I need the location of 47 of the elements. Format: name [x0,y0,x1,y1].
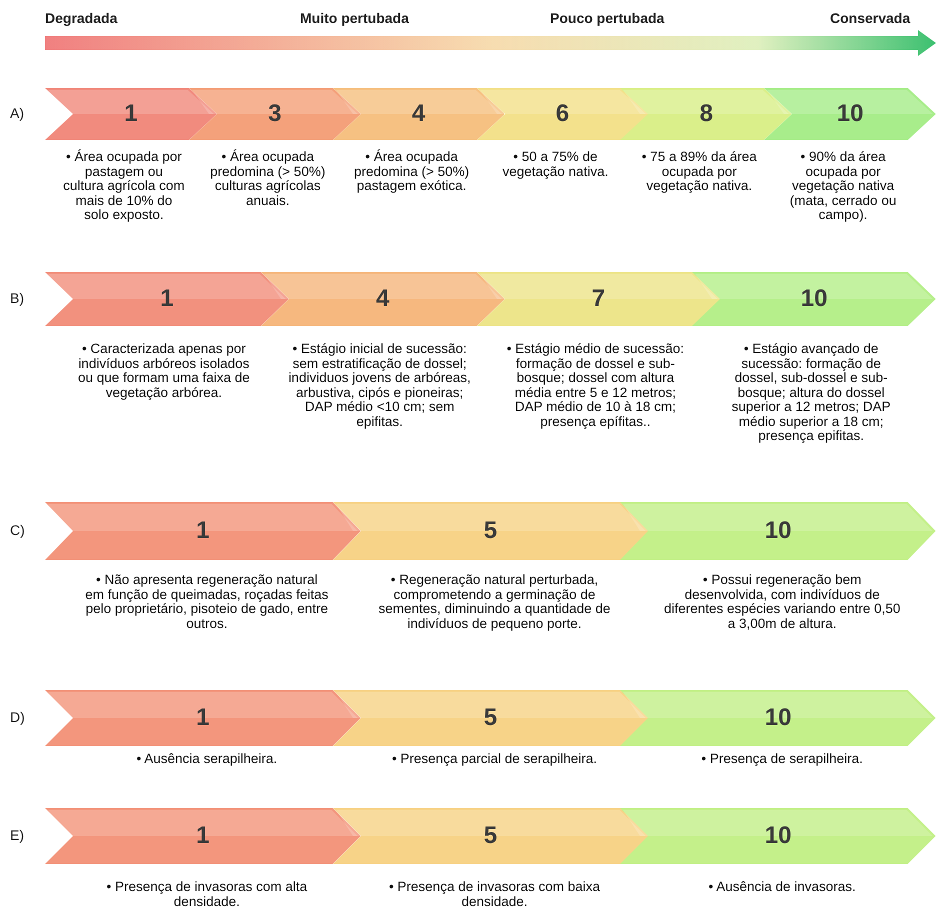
score-number: 1 [159,285,175,313]
row-label: E) [10,827,24,843]
row-label: C) [10,522,25,538]
row-label: B) [10,290,24,306]
description-text: • Caracterizada apenas por indivíduos arbóreos isolados ou que formam uma faixa de vegetação arbórea. [76,342,251,400]
score-number: 5 [482,517,498,545]
description-text: • 90% da área ocupada por vegetação nativa (mata, cerrado ou campo). [788,150,898,223]
score-number: 10 [764,517,792,545]
scale-label: Muito pertubada [300,10,409,26]
score-number: 4 [374,285,390,313]
score-number: 5 [482,704,498,732]
description-text: • Possui regeneração bem desenvolvida, com indivíduos de diferentes espécies variando entre 0,50 a 3,00m de altura. [662,573,902,632]
score-number: 1 [195,704,210,732]
description-text: • Estágio inicial de sucessão: sem estratificação de dossel; individuos jovens de arbóreas, arbustiva, cipós e pioneiras; DAP médio <10 cm; sem epifitas. [287,342,472,430]
score-number: 6 [554,100,570,128]
score-number: 1 [123,100,139,128]
score-number: 4 [410,100,426,128]
row-label: A) [10,105,24,121]
description-text: • Não apresenta regeneração natural em função de queimadas, roçadas feitas pelo proprietário, pisoteio de gado, entre outros. [85,573,329,632]
description-text: • Ausência de invasoras. [707,880,857,895]
score-number: 1 [195,517,210,545]
scale-label: Conservada [830,10,910,26]
description-text: • Ausência serapilheira. [136,752,278,767]
score-number: 10 [800,285,828,313]
description-text: • Área ocupada por pastagem ou cultura agrícola com mais de 10% do solo exposto. [63,150,185,223]
score-number: 8 [698,100,714,128]
description-text: • 75 a 89% da área ocupada por vegetação nativa. [640,150,758,194]
description-text: • Presença parcial de serapilheira. [390,752,598,767]
description-text: • Área ocupada predomina (> 50%) culturas agrícolas anuais. [209,150,326,208]
score-number: 3 [267,100,282,128]
description-text: • Estágio médio de sucessão: formação de dossel e sub-bosque; dossel com altura média entre 5 e 12 metros; DAP médio de 10 à 18 cm; presença epífitas.. [506,342,686,430]
score-number: 10 [764,704,792,732]
description-text: • Área ocupada predomina (> 50%) pastagem exótica. [352,150,470,194]
description-text: • Regeneração natural perturbada, comprometendo a germinação de sementes, diminuindo a quantidade de indivíduos de pequeno porte. [378,573,612,632]
score-number: 5 [482,822,498,850]
description-text: • Presença de invasoras com alta densidade. [106,880,308,910]
row-label: D) [10,709,25,725]
scale-label: Degradada [45,10,118,26]
score-number: 10 [764,822,792,850]
description-text: • 50 a 75% de vegetação nativa. [502,150,610,180]
description-text: • Presença de serapilheira. [700,752,864,767]
scale-label: Pouco pertubada [550,10,664,26]
score-number: 7 [590,285,606,313]
description-text: • Presença de invasoras com baixa densidade. [388,880,602,910]
score-number: 1 [195,822,210,850]
description-text: • Estágio avançado de sucessão: formação de dossel, sub-dossel e sub-bosque; altura do dossel superior a 12 metros; DAP médio superior a 18 cm; presença epifitas. [730,342,892,444]
score-number: 10 [836,100,864,128]
